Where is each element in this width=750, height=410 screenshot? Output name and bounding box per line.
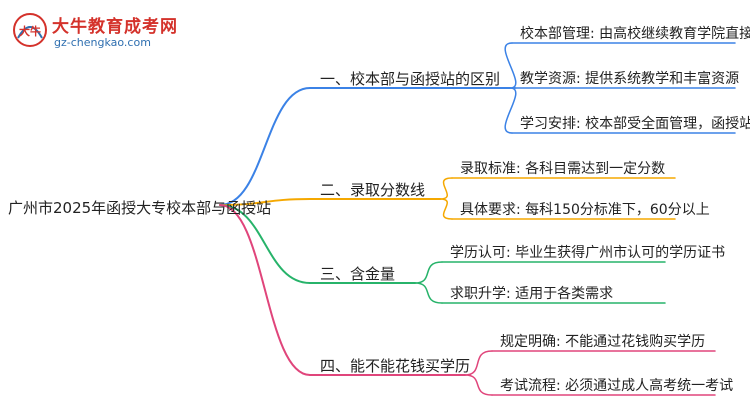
leaf-node-4-1: 规定明确: 不能通过花钱购买学历 — [500, 334, 706, 350]
leaf-node-3-2: 求职升学: 适用于各类需求 — [450, 286, 614, 302]
connector-branch-2-leaf-2 — [439, 198, 453, 220]
connector-branch-2-leaf-1 — [439, 177, 453, 200]
leaf-node-1-2: 教学资源: 提供系统教学和丰富资源 — [520, 71, 740, 87]
leaf-node-4-2: 考试流程: 必须通过成人高考统一考试 — [500, 378, 734, 394]
branch-node-1: 一、校本部与函授站的区别 — [320, 70, 501, 88]
connector-branch-1-leaf-1 — [504, 42, 517, 89]
root-node: 广州市2025年函授大专校本部与函授站 — [8, 199, 272, 217]
branch-node-3: 三、含金量 — [320, 265, 396, 283]
leaf-node-2-2: 具体要求: 每科150分标准下，60分以上 — [460, 202, 710, 218]
connector-branch-3-leaf-1 — [414, 261, 443, 284]
connector-branch-4-leaf-1 — [464, 350, 493, 376]
brand-name: 大牛教育成考网 — [52, 17, 178, 37]
brand-url[interactable]: gz-chengkao.com — [54, 36, 151, 49]
connector-branch-4-leaf-2 — [464, 374, 493, 396]
logo-mark-text: 大牛 — [19, 24, 41, 38]
connector-branch-1-leaf-3 — [504, 87, 517, 134]
branch-node-2: 二、录取分数线 — [320, 181, 426, 199]
brand-logo[interactable]: 大牛 大牛教育成考网 gz-chengkao.com — [4, 6, 184, 54]
connector-branch-3-leaf-2 — [414, 282, 443, 304]
logo-mark-icon: 大牛 — [13, 13, 47, 47]
connector-root-branch-3 — [219, 204, 311, 284]
branch-node-4: 四、能不能花钱买学历 — [320, 357, 471, 375]
leaf-node-1-1: 校本部管理: 由高校继续教育学院直接管理 — [520, 26, 750, 42]
connector-root-branch-4 — [219, 204, 311, 376]
leaf-node-2-1: 录取标准: 各科目需达到一定分数 — [460, 161, 666, 177]
leaf-node-1-3: 学习安排: 校本部受全面管理，函授站灵活 — [520, 116, 750, 132]
connector-root-branch-1 — [219, 87, 311, 206]
leaf-node-3-1: 学历认可: 毕业生获得广州市认可的学历证书 — [450, 245, 726, 261]
connector-root-branch-2 — [219, 198, 311, 206]
